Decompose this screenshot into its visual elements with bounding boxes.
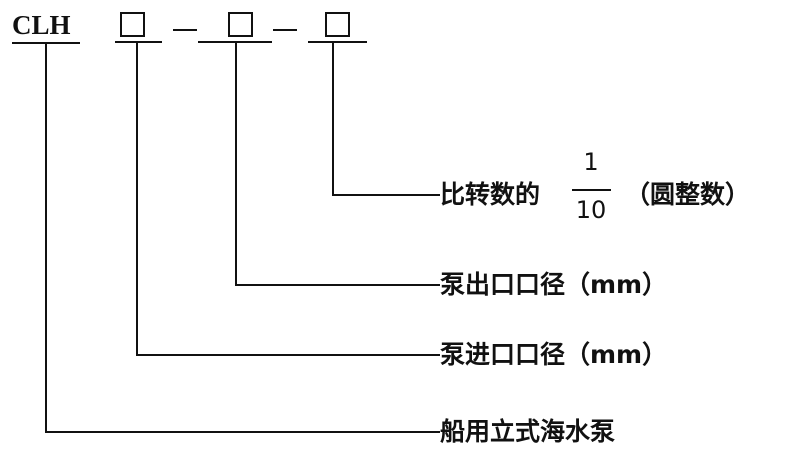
- speed-underline: [308, 41, 367, 43]
- fraction-bar: [572, 189, 611, 191]
- leader-vertical-outlet: [235, 42, 237, 286]
- leader-vertical-speed: [332, 42, 334, 196]
- leader-vertical-inlet: [136, 42, 138, 356]
- leader-horizontal-prefix: [45, 431, 440, 433]
- leader-horizontal-speed: [332, 194, 440, 196]
- speed-placeholder-box: [325, 12, 350, 37]
- leader-horizontal-inlet: [136, 354, 440, 356]
- label-specific-speed: 比转数的: [440, 180, 541, 209]
- inlet-underline: [115, 41, 162, 43]
- separator-dash-1: [173, 29, 197, 31]
- label-inlet-diameter: 泵进口口径（mm）: [440, 340, 668, 369]
- fraction-numerator: 1: [583, 148, 599, 176]
- outlet-placeholder-box: [228, 12, 253, 37]
- inlet-placeholder-box: [120, 12, 145, 37]
- label-pump-type: 船用立式海水泵: [440, 417, 616, 446]
- separator-dash-2: [273, 29, 297, 31]
- code-prefix: CLH: [12, 10, 71, 40]
- label-specific-speed-note: （圆整数）: [625, 180, 751, 209]
- leader-vertical-prefix: [45, 43, 47, 433]
- label-outlet-diameter: 泵出口口径（mm）: [440, 270, 668, 299]
- fraction-denominator: 10: [575, 196, 607, 224]
- leader-horizontal-outlet: [235, 284, 440, 286]
